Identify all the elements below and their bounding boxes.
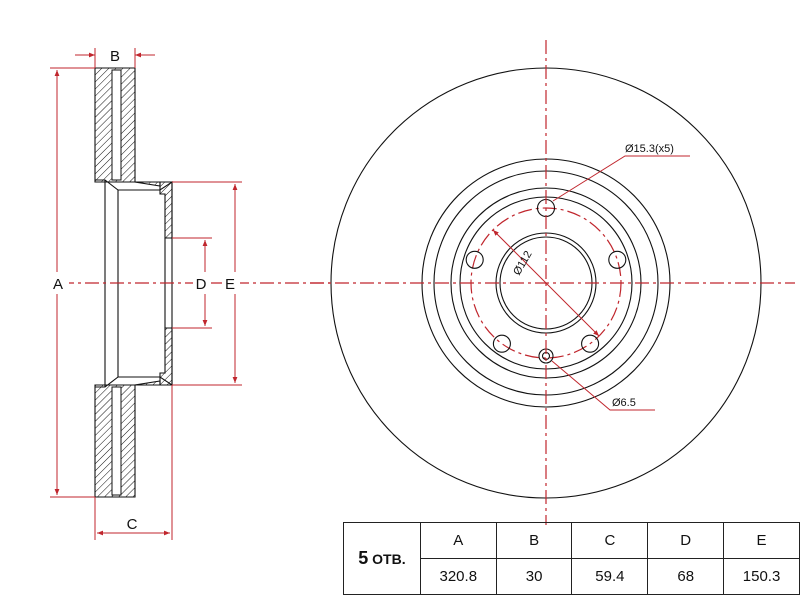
header-c: C [571,522,649,559]
holes-count: 5 [358,548,369,568]
label-bolt-hole: Ø15.3(x5) [625,143,674,155]
header-a: A [419,522,497,559]
label-d-bg [193,272,211,294]
lower-vent-channel [111,386,122,496]
value-c: 59.4 [571,558,649,595]
label-pin-hole: Ø6.5 [612,397,636,409]
value-e: 150.3 [723,558,800,595]
value-d: 68 [647,558,725,595]
holes-unit: ОТВ. [372,551,406,567]
value-b: 30 [495,558,573,595]
pcd-dimension-line [492,229,600,337]
hat-wall-upper [159,181,173,239]
upper-vent-channel [111,69,122,181]
pin-hole-leader [551,360,655,411]
label-a-bg [47,272,69,294]
lower-friction-ring [94,380,161,498]
header-d: D [647,522,725,559]
label-c: C [127,516,138,533]
bolt-hole-4 [492,334,511,353]
front-dimensions [310,40,795,525]
label-e: E [225,276,235,293]
label-pcd: Ø112 [511,249,534,278]
bolt-hole-2 [608,250,627,269]
label-b: B [110,48,120,65]
label-a: A [53,276,63,293]
side-dimensions [50,48,330,540]
spec-table: 5 ОТВ. A B C D E 320.8 30 59.4 68 150.3 [343,522,800,595]
label-d: D [196,276,207,293]
bolt-hole-leader [552,155,690,202]
bolt-hole-5 [465,250,484,269]
holes-cell: 5 ОТВ. [343,522,421,595]
spec-table-header-row: 5 ОТВ. A B C D E [343,522,800,595]
hat-wall-lower [159,327,173,386]
value-a: 320.8 [419,558,497,595]
upper-friction-ring [94,67,161,187]
header-e: E [723,522,800,559]
label-e-bg [222,272,240,294]
header-b: B [495,522,573,559]
spec-table-value-row: 320.8 30 59.4 68 150.3 [344,558,800,595]
